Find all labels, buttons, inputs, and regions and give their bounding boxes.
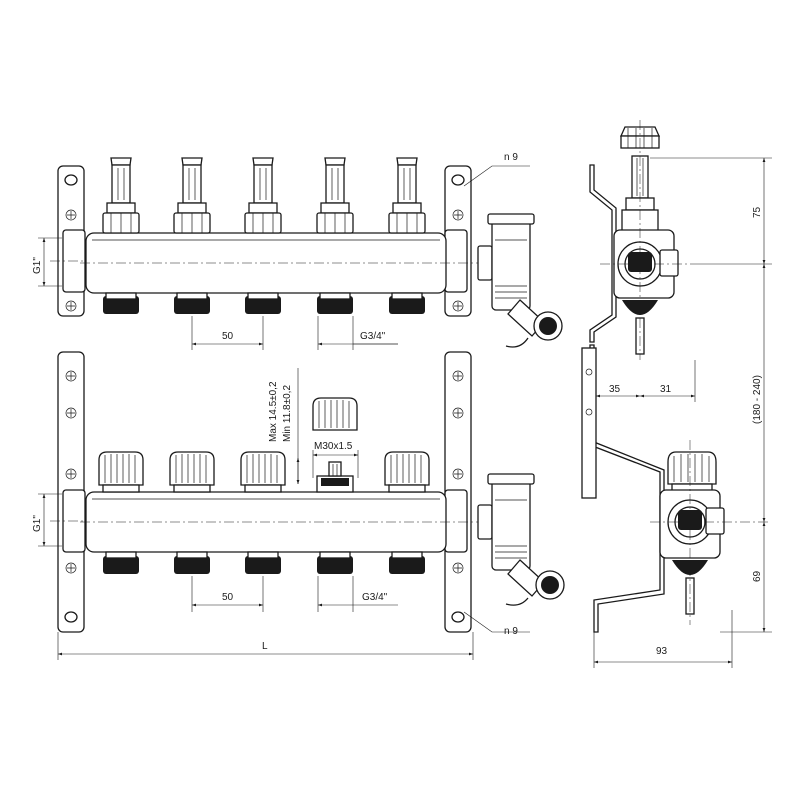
lower-manifold-bar (80, 491, 480, 553)
label-connection-top: G1" (32, 257, 43, 274)
valve-spindle (316, 461, 354, 574)
dim-connection-top: G1" (32, 237, 62, 287)
valve-cap (384, 451, 430, 574)
label-side-spacing: (180 - 240) (752, 375, 763, 424)
label-pitch-bottom: 50 (222, 592, 234, 603)
valve-cap (240, 451, 286, 574)
side-upper-flowmeter (600, 120, 700, 360)
label-connection-bottom: G1" (32, 515, 43, 532)
left-mounting-bracket (50, 165, 88, 633)
side-bracket (581, 164, 665, 633)
valve-cap (169, 451, 215, 574)
valve-cap (98, 451, 144, 574)
lower-end-fitting (477, 473, 565, 606)
dim-side-spacing: (180 - 240) (752, 264, 766, 522)
dim-pitch-top: 50 (191, 316, 264, 350)
label-side-offset-right: 31 (660, 384, 672, 395)
label-pitch-top: 50 (222, 331, 234, 342)
label-hole-top: n 9 (504, 152, 518, 163)
label-cap-max: Max 14.5±0,2 (268, 381, 279, 442)
label-cap-min: Min 11.8±0,2 (282, 385, 293, 442)
dim-length: L (57, 632, 474, 660)
dim-pitch-bottom: 50 (191, 576, 264, 612)
flowmeter (388, 157, 426, 314)
detached-valve-cap (312, 397, 358, 431)
label-length: L (262, 641, 268, 652)
dim-connection-bottom: G1" (32, 493, 62, 547)
label-cap-thread: M30x1.5 (314, 441, 353, 452)
dim-hole-top: n 9 (463, 152, 530, 187)
dim-thread-bottom: G3/4" (317, 576, 398, 612)
side-view: 75 (180 - 240) 69 35 31 93 (581, 120, 772, 668)
right-mounting-bracket (444, 165, 472, 633)
label-side-depth: 93 (656, 646, 668, 657)
dim-side-height-top: 75 (650, 157, 772, 265)
dim-side-height-bottom: 69 (720, 522, 772, 633)
upper-manifold-bar (80, 232, 480, 294)
dim-side-offsets: 35 31 (595, 360, 696, 402)
side-lower-valve (650, 440, 770, 625)
label-side-height-bottom: 69 (752, 570, 763, 582)
upper-flowmeters (102, 157, 426, 314)
lower-valve-caps (98, 451, 430, 574)
front-view: G1" G1" 50 G3/4" 50 (32, 152, 565, 660)
flowmeter (102, 157, 140, 314)
label-thread-bottom: G3/4" (362, 592, 388, 603)
dim-cap-height: Max 14.5±0,2 Min 11.8±0,2 M30x1.5 (268, 368, 359, 484)
label-side-height-top: 75 (752, 206, 763, 218)
label-side-offset-left: 35 (609, 384, 621, 395)
label-thread-top: G3/4" (360, 331, 386, 342)
upper-end-fitting (477, 213, 563, 348)
flowmeter (244, 157, 282, 314)
dim-side-depth: 93 (593, 610, 733, 668)
label-hole-bottom: n 9 (504, 626, 518, 637)
dim-hole-bottom: n 9 (463, 611, 530, 637)
dim-thread-top: G3/4" (317, 316, 398, 350)
flowmeter (173, 157, 211, 314)
flowmeter (316, 157, 354, 314)
